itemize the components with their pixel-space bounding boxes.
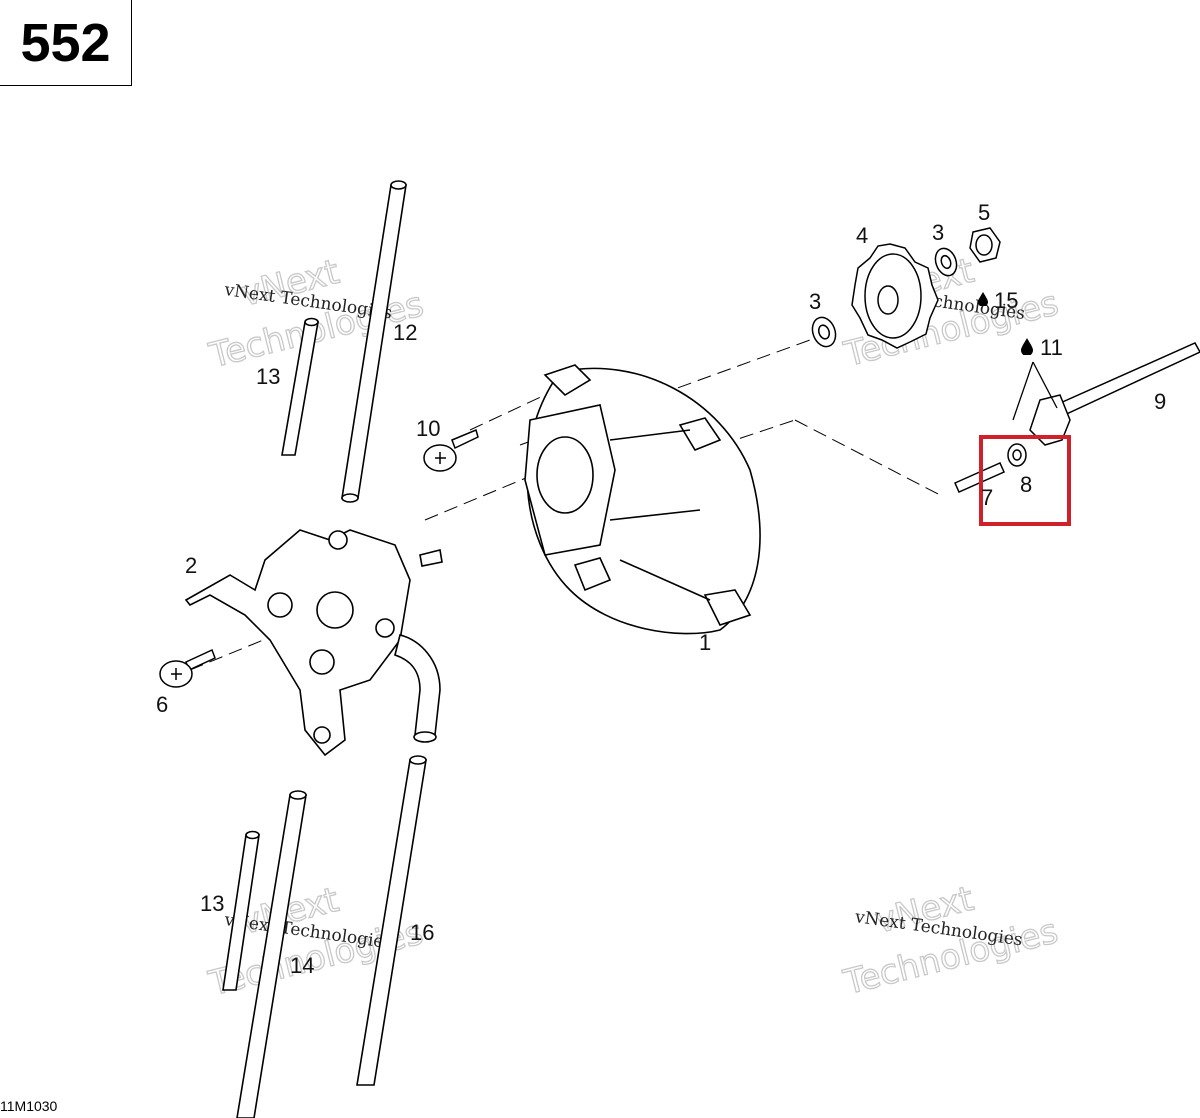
- part-6-screw: [159, 648, 216, 688]
- callout-6: 6: [156, 692, 168, 717]
- part-1-cover: [524, 364, 761, 635]
- callout-14: 14: [290, 953, 314, 978]
- part-16-tube: [356, 755, 427, 1086]
- part-13-tube-upper: [281, 317, 319, 456]
- callout-11: 11: [1040, 335, 1063, 360]
- callout-1: 1: [699, 630, 711, 655]
- callout-9: 9: [1154, 389, 1166, 414]
- part-12-tube: [341, 180, 407, 503]
- page-number: 552: [20, 12, 111, 73]
- callout-10: 10: [416, 416, 440, 441]
- callout-13: 13: [200, 891, 224, 916]
- reference-code: 11M1030: [0, 1098, 58, 1114]
- callout-4: 4: [856, 223, 868, 248]
- callout-15: 15: [994, 288, 1018, 313]
- oil-drop-icon: [1021, 338, 1033, 355]
- part-8-washer: [1007, 443, 1027, 467]
- callout-3: 3: [932, 220, 944, 245]
- part-14-tube: [236, 790, 307, 1118]
- callout-7: 7: [981, 485, 993, 510]
- part-5-nut: [969, 227, 1001, 263]
- oil-drop-icon: [978, 292, 988, 306]
- callout-12: 12: [393, 320, 417, 345]
- callout-16: 16: [410, 920, 434, 945]
- part-4-gear: [851, 243, 939, 349]
- callout-13: 13: [256, 364, 280, 389]
- part-3-washer-left: [811, 316, 837, 348]
- part-2-oil-pump: [184, 529, 443, 757]
- part-11-leaders: [1012, 361, 1058, 421]
- page-number-box: 552: [0, 0, 132, 86]
- callout-2: 2: [185, 553, 197, 578]
- part-3-washer-right: [934, 247, 958, 277]
- part-9-shaft: [1029, 342, 1200, 446]
- highlight-box: [979, 435, 1071, 526]
- part-10-screw: [423, 428, 479, 472]
- part-13-tube-lower: [222, 830, 260, 991]
- callout-8: 8: [1020, 472, 1032, 497]
- callout-5: 5: [978, 200, 990, 225]
- callout-3: 3: [809, 289, 821, 314]
